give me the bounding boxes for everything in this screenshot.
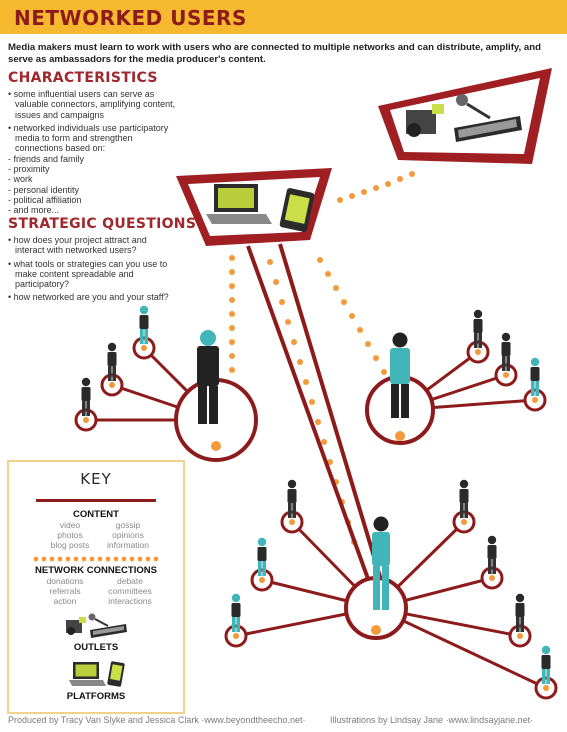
title-banner: NETWORKED USERS: [0, 0, 567, 34]
network-hub-bottom: [224, 479, 558, 700]
person-figure: [372, 516, 390, 610]
keyboard-icon: [90, 624, 127, 638]
key-content-item: photos: [57, 530, 83, 540]
network-hub-right: [365, 309, 547, 445]
key-outlets-icons: [66, 613, 127, 638]
characteristics-heading: CHARACTERISTICS: [8, 70, 158, 86]
microphone-icon: [88, 613, 109, 627]
person-figure: [197, 330, 219, 424]
key-content-left: video photos blog posts: [45, 520, 95, 550]
key-network-item: debate: [117, 576, 143, 586]
strategic-questions-heading: STRATEGIC QUESTIONS: [8, 216, 197, 232]
strategic-bullet: • how does your project attract and inte…: [8, 235, 147, 256]
microphone-icon: [456, 94, 491, 120]
key-content-item: video: [59, 520, 81, 530]
key-network-item: referrals: [49, 586, 81, 596]
characteristics-sub-item: - and more...: [8, 205, 60, 216]
key-network-item: interactions: [108, 596, 152, 606]
camera-icon: [406, 104, 444, 137]
key-network-right: debate committees interactions: [97, 576, 163, 606]
key-content-item: information: [106, 540, 150, 550]
characteristics-sub-item: - work: [8, 174, 33, 185]
key-legend: KEY CONTENT video photos blog posts goss…: [7, 460, 185, 714]
network-beams: [246, 243, 386, 591]
phone-icon: [279, 188, 315, 232]
key-dot-divider: [33, 556, 159, 562]
key-platform-icons: [69, 661, 125, 687]
strategic-bullet: • what tools or strategies can you use t…: [8, 258, 168, 290]
key-content-right: gossip opinions information: [101, 520, 155, 550]
characteristics-sub-item: - personal identity: [8, 184, 80, 195]
key-content-item: blog posts: [50, 540, 90, 550]
footer-credits: Produced by Tracy Van Slyke and Jessica …: [8, 715, 563, 725]
outlets-screen: [378, 68, 552, 164]
strategic-bullet: • how networked are you and your staff?: [8, 292, 169, 303]
key-content-item: opinions: [112, 530, 144, 540]
keyboard-icon: [454, 116, 522, 142]
key-content-heading: CONTENT: [73, 509, 119, 520]
producer-credit: Produced by Tracy Van Slyke and Jessica …: [8, 715, 306, 725]
characteristics-sub-item: - proximity: [8, 164, 50, 175]
characteristics-bullet: • networked individuals use participator…: [8, 122, 169, 154]
key-network-left: donations referrals action: [35, 576, 95, 606]
characteristics-sub-item: - political affiliation: [8, 194, 82, 205]
key-network-item: donations: [46, 576, 84, 586]
platform-screen: [176, 168, 332, 246]
page-title: NETWORKED USERS: [14, 6, 247, 30]
network-hub-left: [74, 305, 258, 462]
laptop-icon: [206, 184, 272, 224]
person-figure: [390, 332, 410, 418]
key-content-item: gossip: [115, 520, 141, 530]
characteristics-list: • some influential users can serve as va…: [8, 89, 178, 216]
phone-icon: [107, 661, 125, 687]
laptop-icon: [69, 662, 106, 686]
key-title: KEY: [80, 470, 112, 488]
key-network-heading: NETWORK CONNECTIONS: [35, 565, 157, 576]
key-platforms-label: PLATFORMS: [66, 691, 126, 702]
key-divider: [36, 499, 156, 502]
camera-icon: [66, 617, 86, 635]
key-outlets-label: OUTLETS: [73, 642, 119, 653]
strategic-questions-list: • how does your project attract and inte…: [8, 235, 178, 306]
characteristics-bullet: • some influential users can serve as va…: [8, 89, 176, 120]
key-network-item: action: [53, 596, 77, 606]
characteristics-sub-item: - friends and family: [8, 153, 85, 164]
key-network-item: committees: [108, 586, 152, 596]
intro-text: Media makers must learn to work with use…: [8, 42, 541, 65]
illustrator-credit: Illustrations by Lindsay Jane ·www.linds…: [330, 715, 534, 725]
